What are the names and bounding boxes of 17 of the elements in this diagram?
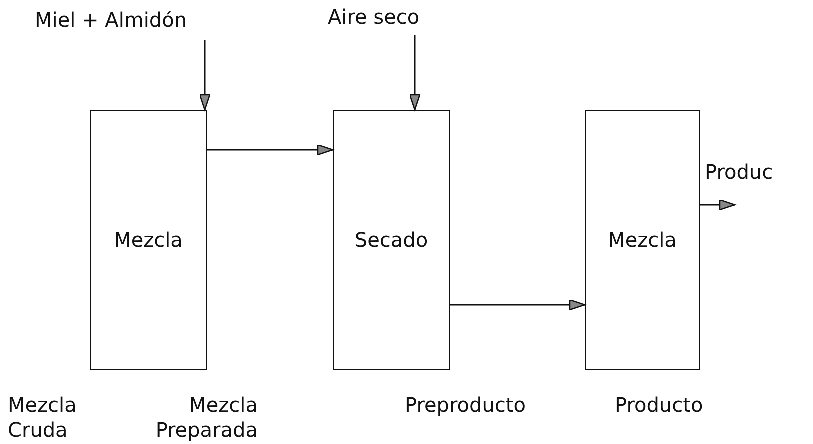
process-box <box>585 110 700 370</box>
node-label: Miel + Almidón <box>35 8 188 32</box>
process-box <box>333 110 450 370</box>
node-label: Mezcla <box>114 228 183 252</box>
process-box <box>90 110 207 370</box>
arrow <box>409 35 421 111</box>
stream-label: Mezcla Cruda <box>8 393 78 443</box>
node-label: Aire seco <box>328 5 420 29</box>
stream-label: Preproducto <box>405 393 527 418</box>
arrow <box>450 299 586 311</box>
stream-label: Mezcla Preparada <box>154 393 258 443</box>
arrow <box>207 144 334 156</box>
stream-label: Producto <box>615 393 704 418</box>
node-label: Secado <box>354 228 428 252</box>
arrow <box>199 40 211 111</box>
arrow <box>700 199 736 211</box>
node-label: Mezcla <box>608 228 677 252</box>
